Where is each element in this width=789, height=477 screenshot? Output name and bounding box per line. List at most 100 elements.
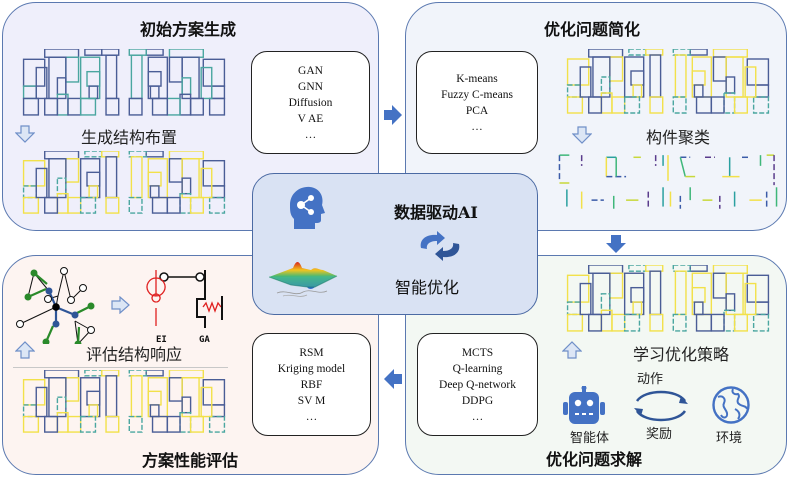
algorithm-item: RSM xyxy=(299,346,324,359)
plan-wall-segment xyxy=(168,49,204,58)
algorithm-item: GAN xyxy=(298,64,323,77)
plan-wall-segment xyxy=(105,196,120,214)
plan-wall-segment xyxy=(105,97,120,116)
plan-wall-segment xyxy=(151,415,169,433)
plan-wall-segment xyxy=(105,156,118,199)
plan-wall-segment xyxy=(208,97,226,116)
panel-title: 方案性能评估 xyxy=(142,451,239,470)
plan-wall-segment xyxy=(588,265,624,274)
floor-plan-optimized xyxy=(566,265,770,332)
flow-arrow-right-icon xyxy=(384,105,402,125)
plan-wall-segment xyxy=(628,265,647,272)
plan-wall-segment xyxy=(168,370,204,379)
plan-wall-segment xyxy=(44,151,80,160)
plan-wall-segment xyxy=(672,313,687,332)
plan-wall-segment xyxy=(632,84,643,98)
plan-wall-segment xyxy=(755,84,770,98)
plan-wall-segment xyxy=(744,282,757,316)
plan-wall-segment xyxy=(168,151,204,160)
plan-wall-segment xyxy=(211,185,226,199)
plan-wall-segment xyxy=(211,404,226,418)
plan-wall-segment xyxy=(200,386,213,418)
algorithm-list-box: RSM Kriging model RBF SV M … xyxy=(252,333,371,436)
plan-wall-segment xyxy=(733,313,748,332)
plan-wall-segment xyxy=(623,313,641,332)
plan-wall-segment xyxy=(566,84,581,98)
plan-wall-segment xyxy=(128,97,143,116)
plan-wall-segment xyxy=(752,313,770,332)
plan-wall-segment xyxy=(44,97,59,116)
plan-wall-segment xyxy=(566,313,584,332)
panel-title: 初始方案生成 xyxy=(140,20,237,39)
reward-label: 奖励 xyxy=(646,427,673,442)
algorithm-item: Deep Q-network xyxy=(439,378,516,391)
plan-wall-segment xyxy=(151,196,169,214)
algorithm-list-box: GAN GNN Diffusion V AE … xyxy=(251,51,370,154)
plan-wall-segment xyxy=(128,49,147,56)
algorithm-item: … xyxy=(305,410,318,423)
graph-network-icon xyxy=(16,267,95,344)
algorithm-item: MCTS xyxy=(461,346,494,359)
plan-wall-segment xyxy=(202,58,226,87)
plan-wall-segment xyxy=(130,54,143,100)
plan-wall-segment xyxy=(79,97,97,116)
panel-title: 优化问题求解 xyxy=(546,450,643,469)
plan-wall-segment xyxy=(600,293,611,312)
plan-wall-segment xyxy=(746,274,770,303)
plan-wall-segment xyxy=(189,415,204,433)
plan-wall-segment xyxy=(67,196,82,214)
plan-wall-segment xyxy=(22,97,40,116)
plan-wall-segment xyxy=(600,76,611,94)
plan-wall-segment xyxy=(632,301,643,316)
plan-wall-segment xyxy=(101,370,120,377)
agent-label: 智能体 xyxy=(570,431,610,446)
flow-arrow-left-icon xyxy=(384,369,402,389)
plan-wall-segment xyxy=(166,415,181,433)
plan-wall-segment xyxy=(712,49,748,58)
plan-wall-segment xyxy=(147,56,169,100)
algorithm-item: … xyxy=(471,410,484,423)
up-arrow-icon xyxy=(562,341,582,359)
cycle-arrows-icon xyxy=(420,231,460,261)
center-hub-data-driven-ai: 数据驱动AI 智能优化 xyxy=(252,173,538,315)
plan-wall-segment xyxy=(691,56,713,98)
plan-wall-segment xyxy=(691,286,706,303)
plan-wall-segment xyxy=(689,265,708,272)
plan-wall-segment xyxy=(22,378,46,406)
plan-wall-segment xyxy=(147,158,169,199)
plan-wall-segment xyxy=(44,370,80,379)
plan-wall-segment xyxy=(630,286,645,303)
plan-wall-segment xyxy=(130,375,143,418)
plan-wall-segment xyxy=(649,313,664,332)
plan-wall-segment xyxy=(645,265,664,272)
up-arrow-icon xyxy=(15,341,35,359)
plan-wall-segment xyxy=(65,377,80,402)
plan-wall-segment xyxy=(672,49,691,56)
clustered-member xyxy=(679,157,686,177)
plan-wall-segment xyxy=(79,377,101,418)
plan-wall-segment xyxy=(710,313,725,332)
plan-wall-segment xyxy=(200,167,213,199)
plan-wall-segment xyxy=(693,301,704,316)
plan-wall-segment xyxy=(86,390,101,406)
plan-wall-segment xyxy=(67,97,82,116)
plan-wall-segment xyxy=(691,70,706,86)
panel-caption: 构件聚类 xyxy=(646,128,711,147)
plan-wall-segment xyxy=(149,404,160,418)
floor-plan-generated xyxy=(22,151,226,214)
plan-wall-segment xyxy=(22,159,46,187)
plan-wall-segment xyxy=(56,77,67,96)
plan-wall-segment xyxy=(168,158,183,183)
panel-caption: 生成结构布置 xyxy=(81,128,178,147)
plan-wall-segment xyxy=(649,54,662,98)
clustered-members-plan xyxy=(558,154,778,209)
plan-wall-segment xyxy=(88,185,99,199)
floor-plan-original xyxy=(22,49,226,116)
plan-wall-segment xyxy=(623,96,641,114)
panel-caption: 评估结构响应 xyxy=(86,345,183,364)
algorithm-item: RBF xyxy=(300,378,323,391)
panel-title: 优化问题简化 xyxy=(544,20,641,39)
plan-wall-segment xyxy=(22,196,40,214)
plan-wall-segment xyxy=(147,171,162,187)
plan-wall-segment xyxy=(44,196,59,214)
